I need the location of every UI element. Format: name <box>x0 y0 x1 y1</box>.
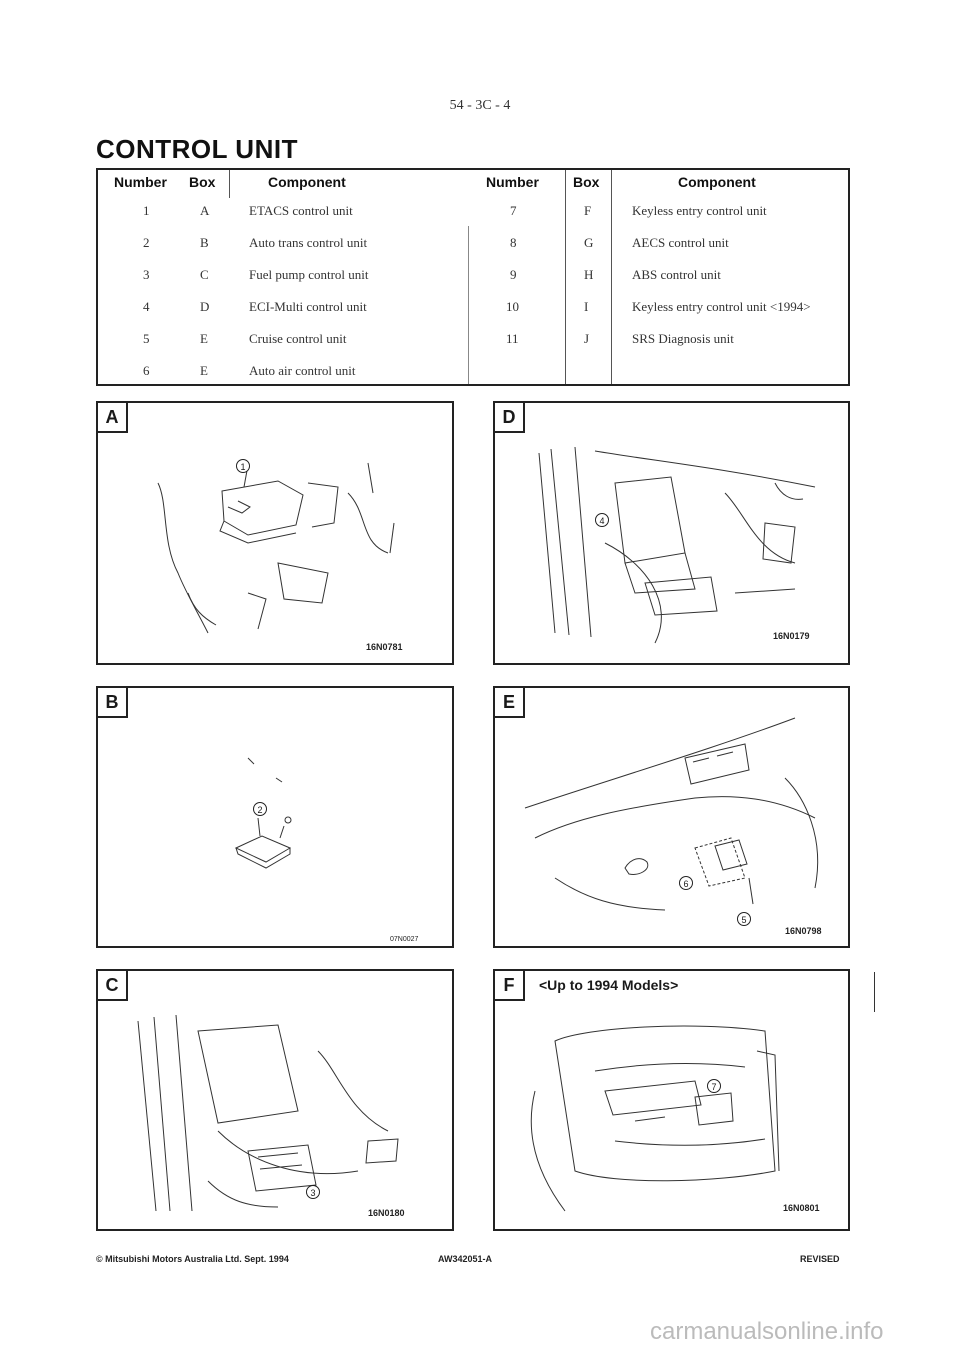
figure-code: 16N0801 <box>783 1203 820 1213</box>
figure-code: 07N0027 <box>390 936 419 943</box>
row-component: Auto air control unit <box>249 363 356 378</box>
row-number: 4 <box>143 299 150 314</box>
callout-marker: 6 <box>679 876 693 890</box>
page-title: CONTROL UNIT <box>96 134 298 164</box>
row-box: C <box>200 267 209 282</box>
row-number: 1 <box>143 203 150 218</box>
page-number: 54 - 3C - 4 <box>449 98 511 113</box>
callout-marker: 4 <box>595 513 609 527</box>
row-number: 10 <box>506 299 519 314</box>
row-component: Cruise control unit <box>249 331 347 346</box>
row-number: 5 <box>143 331 150 346</box>
panel-caption: <Up to 1994 Models> <box>539 977 679 993</box>
callout-marker: 2 <box>253 802 267 816</box>
row-number: 7 <box>510 203 517 218</box>
row-component: Keyless entry control unit <1994> <box>632 299 811 314</box>
row-component: SRS Diagnosis unit <box>632 331 734 346</box>
figure-code: 16N0798 <box>785 926 822 936</box>
eci-multi-location-drawing <box>538 446 816 644</box>
panel-a: A 1 16N0781 <box>96 401 454 665</box>
header-number-left: Number <box>114 174 167 190</box>
panel-b: B 2 07N0027 <box>96 686 454 948</box>
row-box: E <box>200 331 208 346</box>
row-box: D <box>200 299 210 314</box>
callout-marker: 5 <box>737 912 751 926</box>
row-box: H <box>584 267 594 282</box>
panel-label: C <box>96 969 128 1001</box>
header-number-right: Number <box>486 174 539 190</box>
header-component-right: Component <box>678 174 756 190</box>
row-box: E <box>200 363 208 378</box>
panel-label: A <box>96 401 128 433</box>
row-component: ABS control unit <box>632 267 721 282</box>
figure-code: 16N0179 <box>773 631 810 641</box>
table-divider <box>565 170 566 384</box>
footer-doc-id: AW342051-A <box>438 1254 493 1264</box>
row-component: ETACS control unit <box>249 203 353 218</box>
figure-code: 16N0180 <box>368 1208 405 1218</box>
panel-label: B <box>96 686 128 718</box>
table-divider <box>611 170 612 384</box>
panel-label: D <box>493 401 525 433</box>
margin-bar <box>874 972 875 1012</box>
row-number: 11 <box>506 331 519 346</box>
panel-c: C 3 16N0180 <box>96 969 454 1231</box>
row-component: ECI-Multi control unit <box>249 299 367 314</box>
fuel-pump-location-drawing <box>137 1014 399 1212</box>
row-box: J <box>584 331 590 346</box>
callout-marker: 7 <box>707 1079 721 1093</box>
panel-label: F <box>493 969 525 1001</box>
watermark: carmanualsonline.info <box>650 1318 884 1345</box>
row-box: B <box>200 235 209 250</box>
row-box: G <box>584 235 594 250</box>
row-box: A <box>200 203 210 218</box>
etacs-location-drawing <box>157 462 395 634</box>
row-number: 3 <box>143 267 150 282</box>
callout-marker: 1 <box>236 459 250 473</box>
row-component: Keyless entry control unit <box>632 203 767 218</box>
panel-e: E 5 6 16N0798 <box>493 686 850 948</box>
cruise-auto-air-location-drawing <box>524 717 819 911</box>
row-box: F <box>584 203 592 218</box>
figure-code: 16N0781 <box>366 642 403 652</box>
row-component: Auto trans control unit <box>249 235 368 250</box>
panel-f: F <Up to 1994 Models> 7 16N0801 <box>493 969 850 1231</box>
auto-trans-location-drawing <box>234 757 292 869</box>
footer-status: REVISED <box>800 1254 840 1264</box>
panel-d: D 4 16N0179 <box>493 401 850 665</box>
row-number: 9 <box>510 267 517 282</box>
footer-copyright: © Mitsubishi Motors Australia Ltd. Sept.… <box>96 1254 289 1264</box>
row-number: 8 <box>510 235 517 250</box>
panel-label: E <box>493 686 525 718</box>
table-divider <box>229 170 230 198</box>
header-box-right: Box <box>573 174 600 190</box>
row-component: Fuel pump control unit <box>249 267 369 282</box>
table-divider <box>468 226 469 384</box>
row-component: AECS control unit <box>632 235 729 250</box>
header-component-left: Component <box>268 174 346 190</box>
row-number: 2 <box>143 235 150 250</box>
callout-marker: 3 <box>306 1185 320 1199</box>
keyless-entry-location-drawing <box>530 1025 780 1212</box>
row-number: 6 <box>143 363 150 378</box>
row-box: I <box>584 299 589 314</box>
header-box-left: Box <box>189 174 216 190</box>
component-table <box>96 168 850 386</box>
